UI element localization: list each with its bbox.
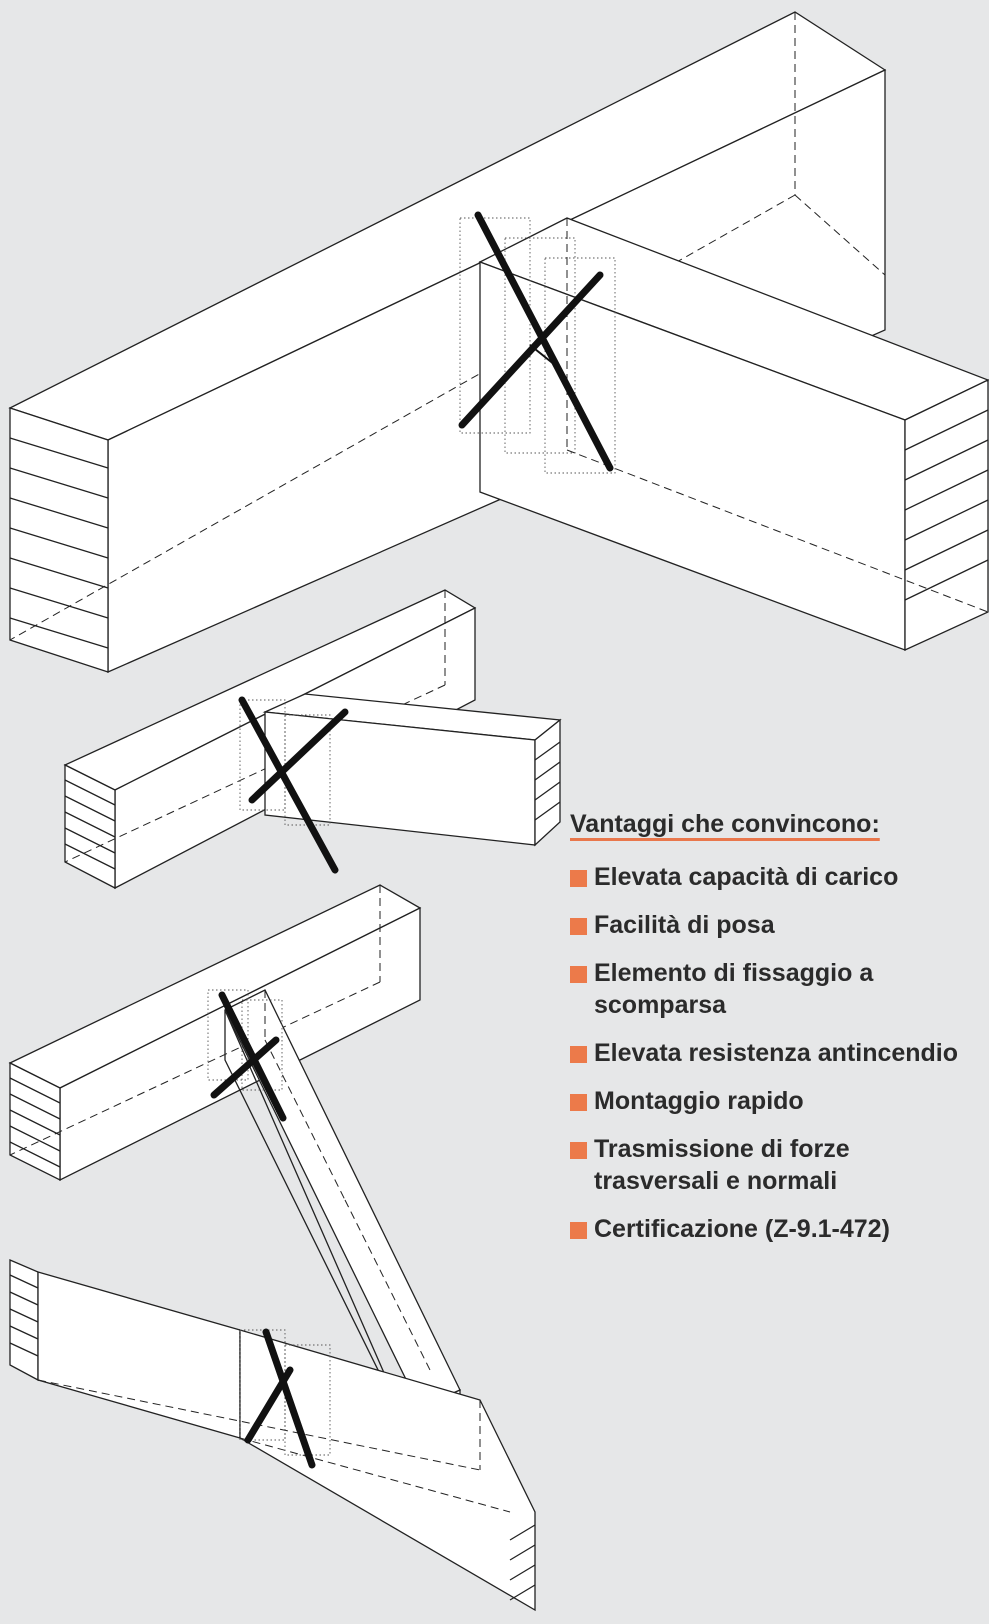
advantage-item: Montaggio rapido bbox=[570, 1085, 980, 1117]
joint-drawing-2 bbox=[63, 589, 562, 890]
advantage-item: Elemento di fissaggio a scomparsa bbox=[570, 957, 980, 1021]
advantages-list: Elevata capacità di carico Facilità di p… bbox=[570, 861, 980, 1245]
advantages-heading: Vantaggi che convincono: bbox=[570, 810, 880, 838]
advantage-item: Certificazione (Z-9.1-472) bbox=[570, 1213, 980, 1245]
advantages-panel: Vantaggi che convincono: Elevata capacit… bbox=[570, 810, 980, 1261]
square-bullet-icon bbox=[570, 1142, 587, 1159]
advantage-text: Facilità di posa bbox=[594, 911, 775, 939]
square-bullet-icon bbox=[570, 1222, 587, 1239]
square-bullet-icon bbox=[570, 870, 587, 887]
advantage-item: Trasmissione di forze trasversali e norm… bbox=[570, 1133, 980, 1197]
square-bullet-icon bbox=[570, 1094, 587, 1111]
advantage-text: Certificazione (Z-9.1-472) bbox=[594, 1215, 890, 1243]
joint-drawing-4 bbox=[9, 1259, 536, 1612]
square-bullet-icon bbox=[570, 1046, 587, 1063]
advantage-item: Elevata capacità di carico bbox=[570, 861, 980, 893]
joint-drawing-3 bbox=[8, 884, 461, 1457]
advantage-text: Montaggio rapido bbox=[594, 1087, 804, 1115]
advantage-item: Facilità di posa bbox=[570, 909, 980, 941]
square-bullet-icon bbox=[570, 918, 587, 935]
advantage-text: Trasmissione di forze trasversali e norm… bbox=[594, 1135, 850, 1195]
advantage-text: Elevata capacità di carico bbox=[594, 863, 899, 891]
advantage-item: Elevata resistenza antincendio bbox=[570, 1037, 980, 1069]
advantage-text: Elevata resistenza antincendio bbox=[594, 1039, 959, 1067]
advantage-text: Elemento di fissaggio a scomparsa bbox=[594, 959, 874, 1019]
joint-drawing-1 bbox=[8, 11, 989, 673]
square-bullet-icon bbox=[570, 966, 587, 983]
